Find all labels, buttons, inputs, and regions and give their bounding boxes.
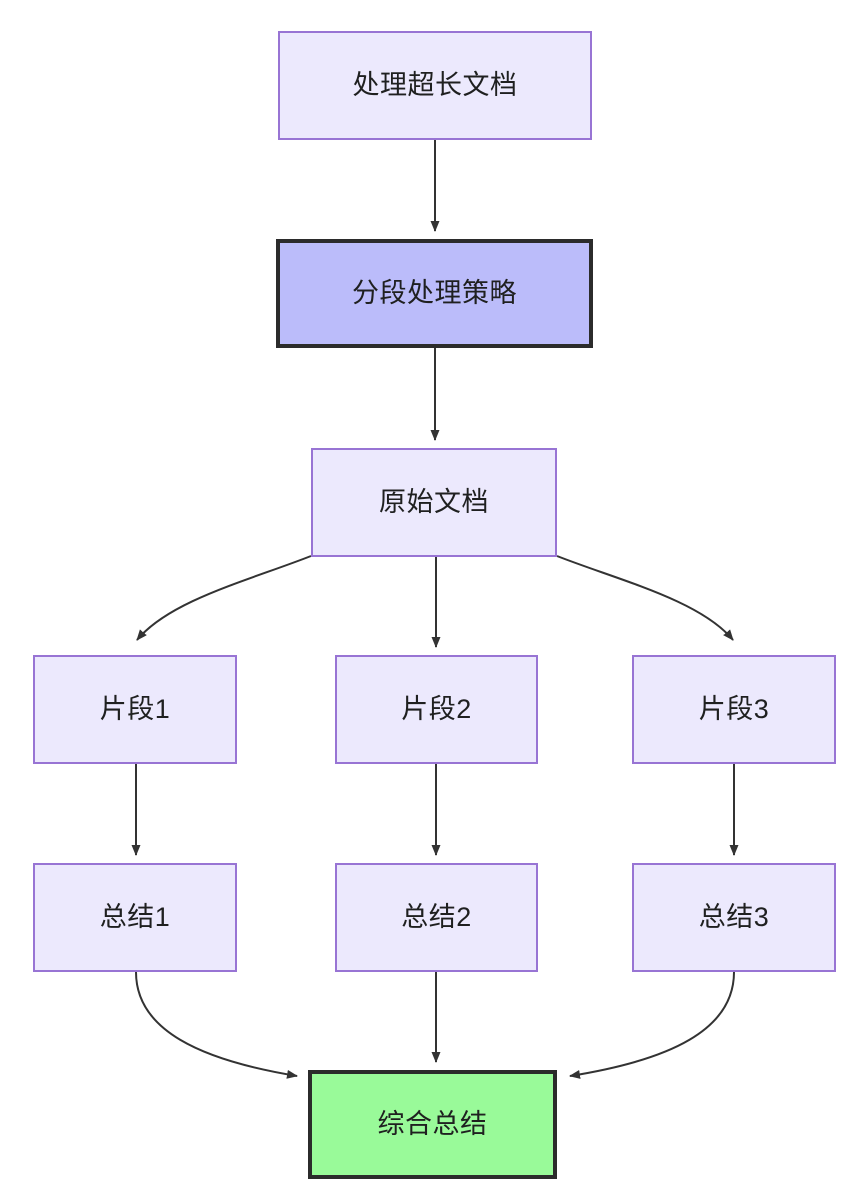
node-label: 处理超长文档 — [352, 70, 518, 101]
node-label: 片段2 — [401, 694, 472, 725]
edge-paths — [131, 140, 739, 1079]
node-n1[interactable]: 处理超长文档 — [278, 31, 592, 140]
node-n6[interactable]: 片段3 — [632, 655, 836, 764]
node-n4[interactable]: 片段1 — [33, 655, 237, 764]
node-label: 总结1 — [99, 902, 171, 933]
node-n10[interactable]: 综合总结 — [308, 1070, 557, 1179]
node-label: 原始文档 — [379, 487, 489, 518]
node-n3[interactable]: 原始文档 — [311, 448, 557, 557]
node-label: 综合总结 — [377, 1109, 488, 1140]
node-label: 片段3 — [698, 694, 770, 725]
node-label: 片段1 — [99, 694, 171, 725]
edge-n3-to-n4 — [136, 555, 312, 641]
edge-n7-to-n10 — [135, 971, 298, 1079]
node-label: 总结3 — [698, 902, 770, 933]
edge-n3-to-n6 — [556, 555, 734, 641]
node-n7[interactable]: 总结1 — [33, 863, 237, 972]
node-n2[interactable]: 分段处理策略 — [276, 239, 593, 348]
node-label: 分段处理策略 — [352, 278, 517, 309]
node-n8[interactable]: 总结2 — [335, 863, 538, 972]
edge-n9-to-n10 — [569, 971, 735, 1079]
node-label: 总结2 — [401, 902, 472, 933]
node-n5[interactable]: 片段2 — [335, 655, 538, 764]
node-n9[interactable]: 总结3 — [632, 863, 836, 972]
